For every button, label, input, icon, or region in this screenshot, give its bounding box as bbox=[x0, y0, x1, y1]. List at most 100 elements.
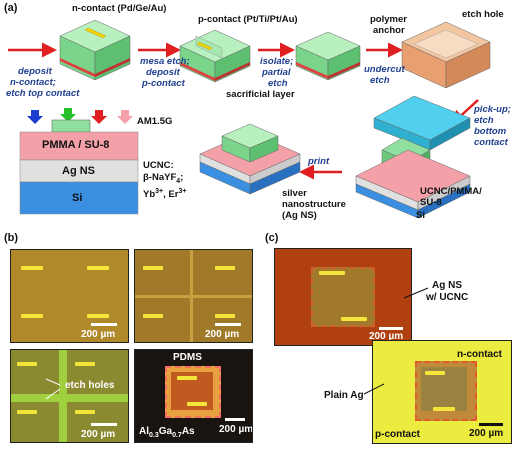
ucnc-pmma-label: UCNC/PMMA/ bbox=[420, 186, 482, 197]
scalebar bbox=[91, 323, 117, 326]
n-contact-label: n-contact bbox=[457, 349, 502, 360]
p-contact-label: p-contact bbox=[375, 429, 420, 440]
step-isolate: partial bbox=[262, 67, 291, 78]
step-mesa: p-contact bbox=[142, 78, 185, 89]
wafer-block-1 bbox=[59, 19, 131, 81]
scalebar-label: 200 µm bbox=[469, 428, 504, 439]
pmma-label: PMMA / SU-8 bbox=[42, 139, 110, 151]
step-deposit: deposit bbox=[18, 66, 52, 77]
sacrificial-layer-label: sacrificial layer bbox=[226, 89, 295, 100]
etch-holes-label: etch holes bbox=[65, 380, 115, 391]
am15g-label: AM1.5G bbox=[137, 116, 173, 127]
step-isolate: isolate; bbox=[260, 56, 294, 67]
contact-pad bbox=[87, 314, 109, 318]
silver-ns-label: nanostructure bbox=[282, 199, 346, 210]
ucnc-dopants: Yb3+, Er3+ bbox=[143, 188, 187, 201]
algaas-label: Al0.3Ga0.7As bbox=[139, 426, 195, 439]
mesa-grid bbox=[135, 250, 252, 342]
contact-pad bbox=[87, 266, 109, 270]
scalebar bbox=[91, 423, 117, 426]
pmma-layer bbox=[19, 131, 139, 161]
contact-pad bbox=[143, 266, 163, 270]
printed-device-center bbox=[199, 123, 301, 195]
step-isolate: etch bbox=[268, 78, 288, 89]
contact-pad bbox=[75, 362, 95, 366]
scalebar-label: 200 µm bbox=[205, 329, 240, 340]
ag-ns-ucnc-label: Ag NS bbox=[432, 280, 462, 291]
contact-pad bbox=[187, 402, 207, 406]
micrograph-b1: 200 µm bbox=[10, 249, 129, 343]
si-right-label: Si bbox=[416, 210, 425, 221]
panel-a-schematic bbox=[8, 19, 491, 219]
step-undercut: etch bbox=[370, 75, 390, 86]
si-layer bbox=[19, 181, 139, 215]
ag-ns-label: Ag NS bbox=[62, 165, 95, 177]
plain-ag-label: Plain Ag bbox=[324, 390, 364, 401]
step-pickup: bottom bbox=[474, 126, 507, 137]
step-print: print bbox=[308, 156, 330, 167]
scalebar bbox=[479, 423, 503, 426]
step-deposit: etch top contact bbox=[6, 88, 80, 99]
contact-pad bbox=[17, 362, 37, 366]
scalebar-label: 200 µm bbox=[81, 329, 116, 340]
contact-pad bbox=[341, 317, 367, 321]
step-mesa: deposit bbox=[146, 67, 180, 78]
scalebar bbox=[225, 418, 245, 421]
contact-pad bbox=[17, 410, 37, 414]
contact-pad bbox=[319, 271, 345, 275]
ucnc-pmma-label: SU-8 bbox=[420, 197, 442, 208]
step-pickup: pick-up; bbox=[474, 104, 511, 115]
ucnc-formula: β-NaYF4; bbox=[143, 172, 184, 185]
etch-holes-arrows bbox=[45, 378, 61, 400]
pdms-label: PDMS bbox=[173, 352, 202, 363]
step-pickup: contact bbox=[474, 137, 508, 148]
polymer-label: polymer bbox=[370, 14, 407, 25]
contact-pad bbox=[215, 266, 235, 270]
micrograph-b2: 200 µm bbox=[134, 249, 253, 343]
scalebar bbox=[379, 327, 403, 330]
contact-pad bbox=[21, 314, 43, 318]
contact-pad bbox=[433, 407, 455, 411]
contact-pad bbox=[143, 314, 163, 318]
etch-hole-label: etch hole bbox=[462, 9, 504, 20]
light-arrow-blue bbox=[27, 110, 43, 124]
step-mesa: mesa etch; bbox=[140, 56, 190, 67]
contact-pad bbox=[21, 266, 43, 270]
silver-ns-label: silver bbox=[282, 188, 307, 199]
panel-b-letter: (b) bbox=[4, 232, 19, 244]
n-contact-label: n-contact (Pd/Ge/Au) bbox=[72, 3, 167, 14]
micrograph-c1: 200 µm bbox=[274, 248, 412, 346]
scalebar-label: 200 µm bbox=[219, 424, 253, 435]
light-arrow-pink bbox=[117, 110, 133, 124]
micrograph-b4: PDMS Al0.3Ga0.7As 200 µm bbox=[134, 349, 253, 443]
p-contact-label: p-contact (Pt/Ti/Pt/Au) bbox=[198, 14, 298, 25]
scalebar-label: 200 µm bbox=[81, 429, 116, 440]
si-label: Si bbox=[72, 192, 83, 204]
plain-ag-arrow bbox=[363, 383, 385, 395]
anchor-label: anchor bbox=[373, 25, 405, 36]
step-undercut: undercut bbox=[364, 64, 405, 75]
contact-pad bbox=[425, 371, 445, 375]
wafer-block-4 bbox=[401, 21, 491, 89]
ag-ns-arrow bbox=[403, 287, 429, 299]
contact-pad bbox=[75, 410, 95, 414]
silver-ns-label: (Ag NS) bbox=[282, 210, 317, 221]
step-deposit: n-contact; bbox=[10, 77, 56, 88]
wafer-block-3 bbox=[295, 31, 361, 81]
panel-c-letter: (c) bbox=[265, 232, 279, 244]
scalebar-label: 200 µm bbox=[369, 331, 404, 342]
light-arrow-green bbox=[60, 108, 76, 122]
device-cross-section bbox=[51, 119, 91, 133]
target-substrate-right bbox=[355, 149, 471, 219]
scalebar bbox=[215, 323, 241, 326]
ucnc-label: UCNC: bbox=[143, 160, 174, 171]
micrograph-c2: n-contact p-contact 200 µm bbox=[372, 340, 512, 444]
ag-ns-ucnc-label: w/ UCNC bbox=[426, 292, 469, 303]
contact-pad bbox=[215, 314, 235, 318]
step-pickup: etch bbox=[474, 115, 494, 126]
panel-a-letter: (a) bbox=[4, 2, 18, 14]
micrograph-b3: etch holes 200 µm bbox=[10, 349, 129, 443]
wafer-block-2 bbox=[179, 29, 251, 83]
light-arrow-red bbox=[91, 110, 107, 124]
contact-pad bbox=[177, 376, 197, 380]
